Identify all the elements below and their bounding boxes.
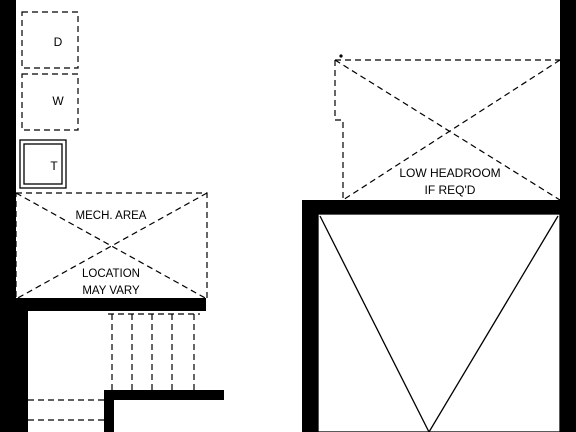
- mech-area-note-line1: LOCATION: [82, 268, 140, 280]
- headroom-note-line2: IF REQ'D: [425, 183, 476, 197]
- left-lower-wall: [0, 298, 28, 432]
- washer-label: W: [52, 94, 64, 108]
- dryer-symbol: D: [21, 11, 79, 69]
- mech-area-title: MECH. AREA: [76, 210, 147, 222]
- stair-landing-wall-vertical: [104, 390, 114, 432]
- tub-label: T: [50, 159, 58, 173]
- reference-dot: [339, 54, 343, 58]
- headroom-note-line1: LOW HEADROOM: [399, 166, 500, 180]
- low-headroom-area: LOW HEADROOM IF REQ'D: [334, 54, 561, 201]
- stairs: [28, 313, 200, 421]
- dryer-label: D: [54, 35, 63, 49]
- washer-symbol: W: [21, 73, 79, 131]
- lower-room-left-wall: [302, 200, 318, 432]
- lower-room: [317, 213, 561, 432]
- mech-area-note-line2: MAY VARY: [82, 285, 140, 297]
- laundry-tub-symbol: T: [19, 139, 67, 189]
- lower-room-top-wall: [302, 200, 560, 214]
- right-exterior-wall: [560, 0, 576, 432]
- mech-area: MECH. AREA LOCATION MAY VARY: [15, 192, 208, 300]
- mech-area-bottom-wall: [16, 298, 206, 311]
- stair-landing-wall-horizontal: [104, 390, 224, 400]
